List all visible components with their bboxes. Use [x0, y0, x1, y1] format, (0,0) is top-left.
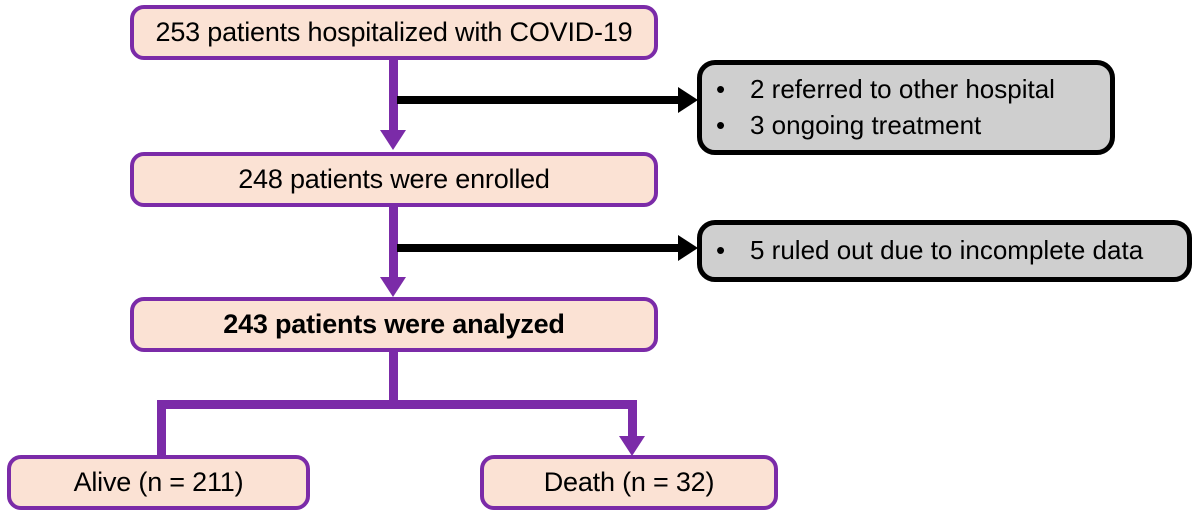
node-enrolled-label: 248 patients were enrolled: [238, 163, 550, 194]
exclusion-two-list: • 5 ruled out due to incomplete data: [702, 233, 1187, 268]
node-death-label: Death (n = 32): [543, 466, 715, 497]
bullet-icon: •: [716, 74, 726, 105]
node-hospitalized: 253 patients hospitalized with COVID-19: [130, 5, 658, 60]
exclusion-box-one: • 2 referred to other hospital • 3 ongoi…: [697, 60, 1115, 155]
exclusion-one-item-1-text: 2 referred to other hospital: [750, 74, 1055, 105]
node-death: Death (n = 32): [480, 455, 778, 510]
list-item: • 3 ongoing treatment: [716, 108, 1110, 143]
arrowhead-death: [619, 436, 645, 456]
node-alive: Alive (n = 211): [7, 455, 310, 510]
arrowhead-enrolled: [380, 130, 406, 150]
connector-exclusion-two: [397, 244, 682, 252]
connector-to-death: [628, 400, 637, 440]
list-item: • 5 ruled out due to incomplete data: [716, 233, 1187, 268]
connector-hospitalized-to-enrolled: [389, 60, 398, 135]
node-analyzed-label: 243 patients were analyzed: [223, 308, 565, 339]
node-alive-label: Alive (n = 211): [73, 466, 244, 497]
exclusion-two-item-1-text: 5 ruled out due to incomplete data: [750, 235, 1144, 266]
arrowhead-analyzed: [380, 277, 406, 297]
node-hospitalized-label: 253 patients hospitalized with COVID-19: [155, 16, 633, 47]
connector-split-bar: [157, 400, 637, 409]
bullet-icon: •: [716, 109, 726, 140]
bullet-icon: •: [716, 235, 726, 266]
exclusion-one-list: • 2 referred to other hospital • 3 ongoi…: [702, 72, 1110, 142]
list-item: • 2 referred to other hospital: [716, 72, 1110, 107]
connector-enrolled-to-analyzed: [389, 207, 398, 281]
arrowhead-exclusion-one: [678, 87, 698, 113]
node-analyzed: 243 patients were analyzed: [130, 297, 658, 352]
exclusion-box-two: • 5 ruled out due to incomplete data: [697, 220, 1192, 282]
connector-analyzed-stem: [389, 352, 398, 408]
exclusion-one-item-2-text: 3 ongoing treatment: [750, 109, 982, 140]
arrowhead-exclusion-two: [678, 235, 698, 261]
node-enrolled: 248 patients were enrolled: [130, 152, 658, 207]
connector-to-alive: [157, 400, 166, 457]
connector-exclusion-one: [397, 96, 682, 104]
